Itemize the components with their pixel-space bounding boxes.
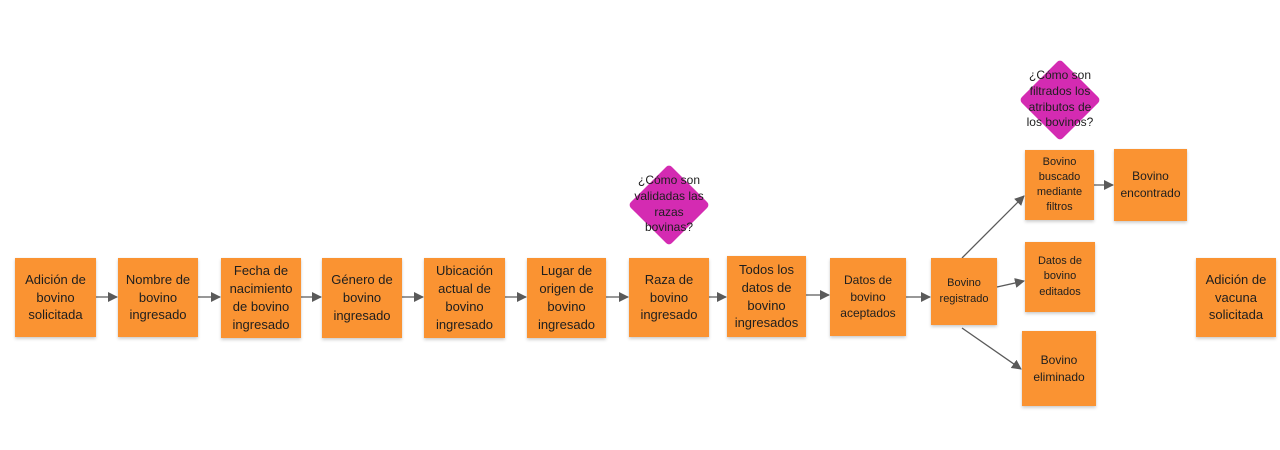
question-razas-label: ¿Cómo son validadas las razas bovinas? — [634, 173, 704, 235]
event-genero-bovino[interactable]: Género de bovino ingresado — [322, 258, 402, 338]
event-bovino-eliminado[interactable]: Bovino eliminado — [1022, 331, 1096, 406]
event-raza-bovino[interactable]: Raza de bovino ingresado — [629, 258, 709, 337]
event-label: Adición de bovino solicitada — [25, 271, 86, 323]
event-label: Ubicación actual de bovino ingresado — [435, 263, 494, 332]
event-label: Nombre de bovino ingresado — [125, 271, 191, 323]
event-label: Bovino registrado — [939, 277, 989, 305]
event-label: Todos los datos de bovino ingresados — [734, 261, 799, 331]
event-label: Adición de vacuna solicitada — [1205, 271, 1267, 323]
question-atributos-label: ¿Cómo son filtrados los atributos de los… — [1026, 68, 1094, 130]
event-label: Datos de bovino aceptados — [840, 273, 896, 321]
event-label: Bovino encontrado — [1120, 169, 1181, 200]
event-bovino-registrado[interactable]: Bovino registrado — [931, 258, 997, 325]
arrow-12 — [961, 327, 1022, 370]
event-bovino-encontrado[interactable]: Bovino encontrado — [1114, 149, 1187, 221]
event-adicion-bovino[interactable]: Adición de bovino solicitada — [15, 258, 96, 337]
event-label: Género de bovino ingresado — [331, 272, 393, 323]
event-adicion-vacuna[interactable]: Adición de vacuna solicitada — [1196, 258, 1276, 337]
event-datos-aceptados[interactable]: Datos de bovino aceptados — [830, 258, 906, 336]
event-label: Lugar de origen de bovino ingresado — [537, 263, 596, 332]
event-todos-datos[interactable]: Todos los datos de bovino ingresados — [727, 256, 806, 337]
event-label: Datos de bovino editados — [1037, 255, 1083, 298]
event-label: Bovino buscado mediante filtros — [1036, 155, 1083, 214]
event-label: Fecha de nacimiento de bovino ingresado — [229, 263, 293, 332]
event-datos-editados[interactable]: Datos de bovino editados — [1025, 242, 1095, 312]
event-lugar-origen[interactable]: Lugar de origen de bovino ingresado — [527, 258, 606, 338]
event-bovino-buscado[interactable]: Bovino buscado mediante filtros — [1025, 150, 1094, 220]
arrow-11 — [996, 278, 1025, 288]
event-fecha-nacimiento[interactable]: Fecha de nacimiento de bovino ingresado — [221, 258, 301, 338]
event-label: Raza de bovino ingresado — [640, 271, 698, 323]
event-label: Bovino eliminado — [1033, 352, 1085, 384]
event-nombre-bovino[interactable]: Nombre de bovino ingresado — [118, 258, 198, 337]
event-ubicacion-actual[interactable]: Ubicación actual de bovino ingresado — [424, 258, 505, 338]
arrow-10 — [961, 195, 1025, 259]
